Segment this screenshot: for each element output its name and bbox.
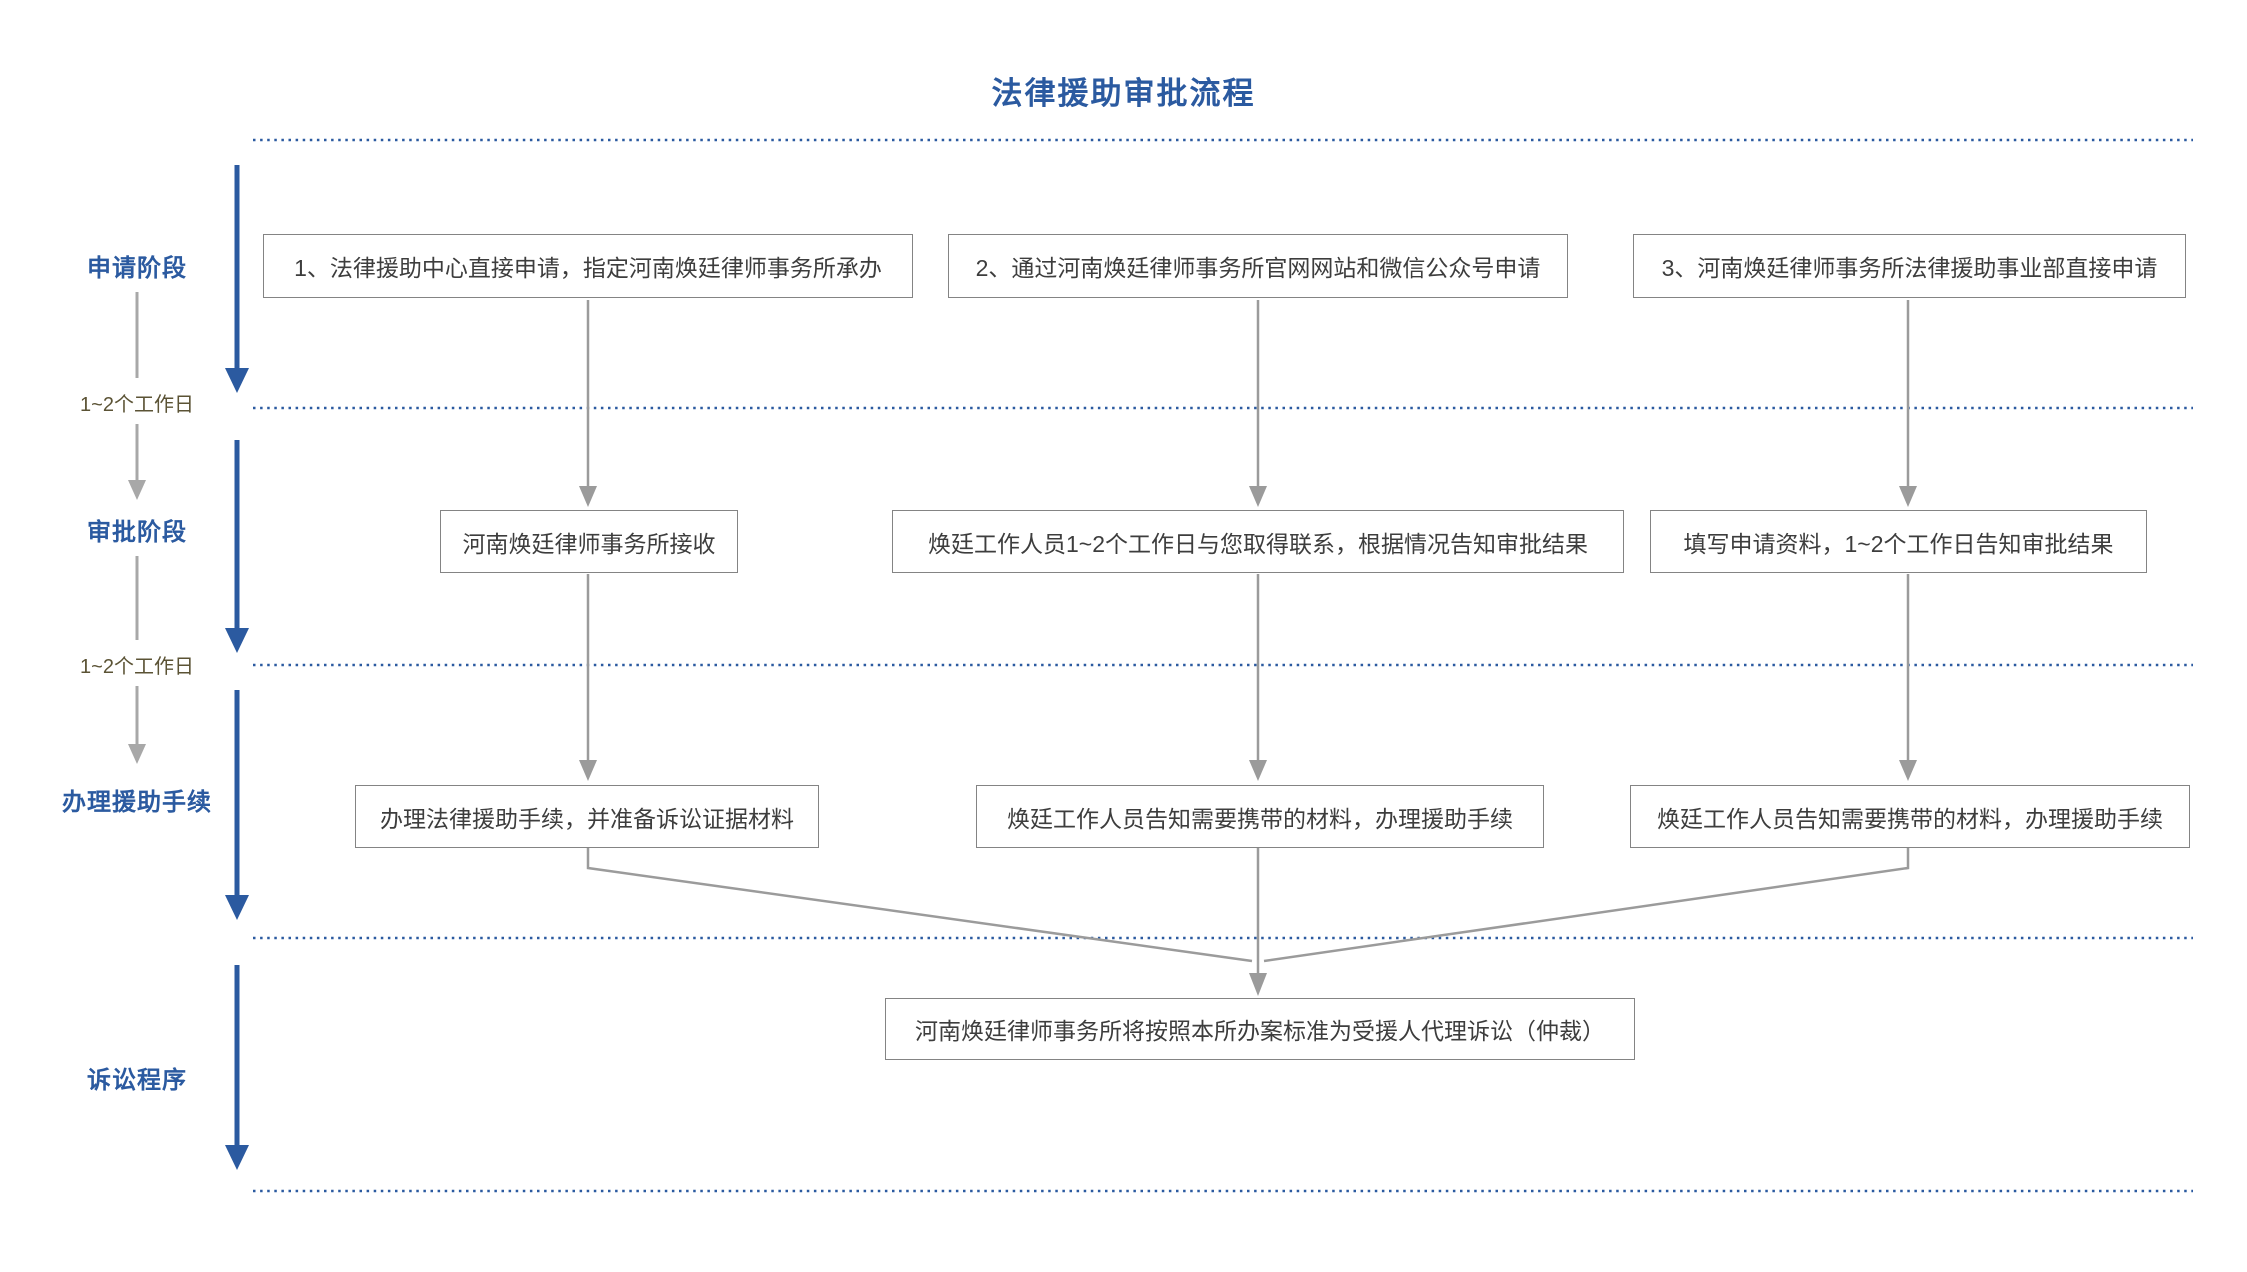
arrow-down-icon bbox=[579, 760, 597, 781]
arrow-down-icon bbox=[128, 744, 146, 764]
flow-step-box: 办理法律援助手续，并准备诉讼证据材料 bbox=[355, 785, 819, 848]
arrow-down-icon bbox=[1249, 760, 1267, 781]
interval-label: 1~2个工作日 bbox=[80, 394, 194, 416]
stage-label-apply: 申请阶段 bbox=[87, 255, 187, 282]
flow-step-box: 填写申请资料，1~2个工作日告知审批结果 bbox=[1650, 510, 2147, 573]
page-title: 法律援助审批流程 bbox=[991, 76, 1256, 111]
arrow-down-icon bbox=[1899, 760, 1917, 781]
flow-step-box: 焕廷工作人员告知需要携带的材料，办理援助手续 bbox=[976, 785, 1544, 848]
arrow-down-icon bbox=[225, 628, 249, 653]
arrow-down-icon bbox=[225, 895, 249, 920]
flow-step-box: 3、河南焕廷律师事务所法律援助事业部直接申请 bbox=[1633, 234, 2186, 298]
flow-step-box: 1、法律援助中心直接申请，指定河南焕廷律师事务所承办 bbox=[263, 234, 913, 298]
stage-label-procedure: 办理援助手续 bbox=[62, 789, 212, 816]
arrow-down-icon bbox=[225, 1145, 249, 1170]
arrow-down-icon bbox=[225, 368, 249, 393]
flow-step-box: 焕廷工作人员1~2个工作日与您取得联系，根据情况告知审批结果 bbox=[892, 510, 1624, 573]
arrow-down-icon bbox=[1249, 486, 1267, 507]
flow-step-box: 焕廷工作人员告知需要携带的材料，办理援助手续 bbox=[1630, 785, 2190, 848]
stage-label-approve: 审批阶段 bbox=[87, 519, 187, 546]
flow-final-box: 河南焕廷律师事务所将按照本所办案标准为受援人代理诉讼（仲裁） bbox=[885, 998, 1635, 1060]
stage-label-lawsuit: 诉讼程序 bbox=[87, 1067, 187, 1094]
arrow-down-icon bbox=[1899, 486, 1917, 507]
converge-connector-left bbox=[586, 848, 1253, 963]
flow-step-box: 2、通过河南焕廷律师事务所官网网站和微信公众号申请 bbox=[948, 234, 1568, 298]
arrow-down-icon bbox=[128, 480, 146, 500]
arrow-down-icon bbox=[579, 486, 597, 507]
interval-label: 1~2个工作日 bbox=[80, 656, 194, 678]
arrow-down-icon bbox=[1249, 973, 1267, 996]
converge-connector-right bbox=[1263, 848, 1910, 963]
flow-step-box: 河南焕廷律师事务所接收 bbox=[440, 510, 738, 573]
